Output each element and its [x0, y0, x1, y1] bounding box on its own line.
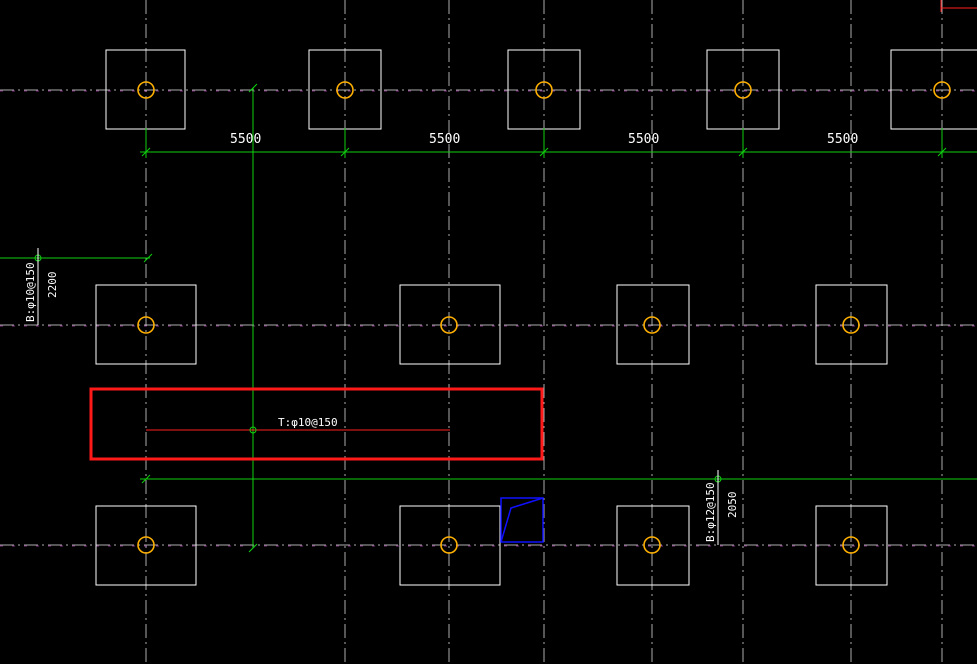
span-label-1: 5500	[230, 132, 261, 147]
column-outline	[399, 505, 501, 586]
column-outline	[890, 49, 977, 130]
column-outline	[616, 505, 690, 586]
top-rebar[interactable]: T:φ10@150	[146, 416, 450, 434]
span-label-3: 5500	[628, 132, 659, 147]
selection-marker[interactable]	[500, 497, 544, 543]
top-rebar-label: T:φ10@150	[278, 416, 338, 429]
vertical-strip-line	[248, 83, 258, 553]
column-outlines	[95, 49, 977, 586]
column-outline	[616, 284, 690, 365]
column-outline	[95, 505, 197, 586]
pile-circle	[842, 316, 860, 334]
pile-circle	[137, 81, 155, 99]
pile-circle	[137, 316, 155, 334]
pile-circle	[336, 81, 354, 99]
left-bottom-rebar-label: B:φ10@150	[24, 262, 37, 322]
pile-circle	[137, 536, 155, 554]
span-label-4: 5500	[827, 132, 858, 147]
column-outline	[95, 284, 197, 365]
top-dimension-chain: 5500 5500 5500 5500	[140, 128, 977, 158]
pile-circle	[842, 536, 860, 554]
pile-circle	[440, 536, 458, 554]
span-label-2: 5500	[429, 132, 460, 147]
pile-circle	[933, 81, 951, 99]
pile-circle	[643, 316, 661, 334]
highlight-box	[89, 387, 544, 461]
pile-markers	[137, 81, 951, 554]
left-strip-width-label: 2200	[46, 272, 59, 299]
right-bottom-rebar-label: B:φ12@150	[704, 482, 717, 542]
pile-circle	[535, 81, 553, 99]
right-strip-annotation: B:φ12@150 2050	[140, 470, 977, 545]
column-outline	[815, 505, 888, 586]
column-outline	[399, 284, 501, 365]
pile-circle	[440, 316, 458, 334]
pile-circle	[734, 81, 752, 99]
right-strip-width-label: 2050	[726, 492, 739, 519]
left-strip-annotation: B:φ10@150 2200	[0, 248, 153, 325]
pile-circle	[643, 536, 661, 554]
column-outline	[815, 284, 888, 365]
